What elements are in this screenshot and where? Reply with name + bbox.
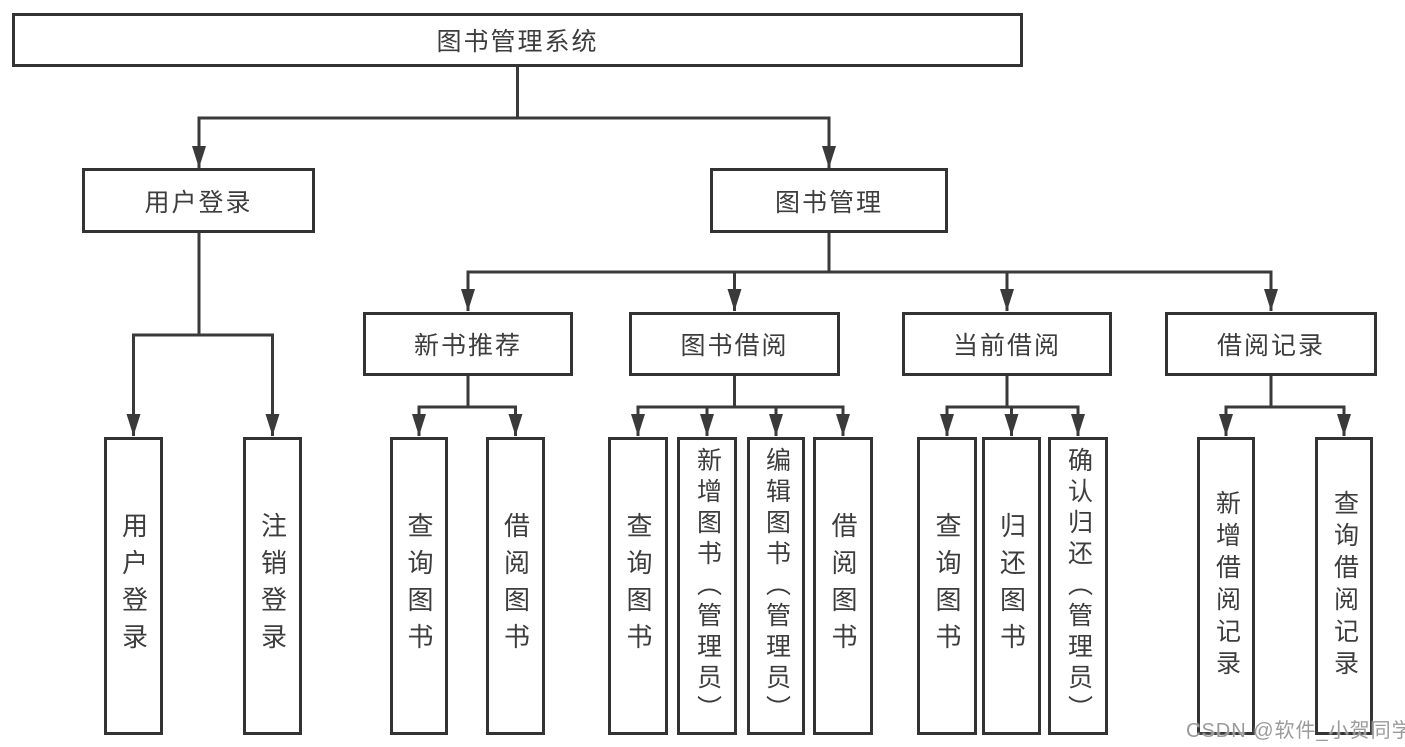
node-root-system: 图书管理系统 xyxy=(12,13,1023,67)
leaf-bb-borrow-books: 借阅图书 xyxy=(813,437,873,735)
leaf-bb-query-books: 查询图书 xyxy=(608,437,668,735)
node-user-login: 用户登录 xyxy=(82,168,315,233)
leaf-bb-edit-books-admin: 编辑图书（管理员） xyxy=(747,437,805,735)
node-new-book-recommend: 新书推荐 xyxy=(363,312,573,376)
node-borrow-records: 借阅记录 xyxy=(1165,312,1377,376)
leaf-logout: 注销登录 xyxy=(243,437,302,735)
leaf-br-query-record: 查询借阅记录 xyxy=(1315,437,1373,735)
node-book-borrow: 图书借阅 xyxy=(629,312,840,376)
leaf-rec-borrow-books: 借阅图书 xyxy=(486,437,545,735)
node-current-borrow: 当前借阅 xyxy=(902,312,1112,376)
leaf-cb-return-books: 归还图书 xyxy=(982,437,1041,735)
leaf-user-login: 用户登录 xyxy=(104,437,163,735)
node-book-management: 图书管理 xyxy=(710,168,948,233)
leaf-cb-confirm-return-admin: 确认归还（管理员） xyxy=(1048,437,1108,735)
csdn-watermark: CSDN @软件_小贺同学 xyxy=(1186,720,1405,742)
leaf-cb-query-books: 查询图书 xyxy=(917,437,977,735)
leaf-rec-query-books: 查询图书 xyxy=(390,437,448,735)
leaf-br-add-record: 新增借阅记录 xyxy=(1197,437,1255,735)
leaf-bb-add-books-admin: 新增图书（管理员） xyxy=(677,437,737,735)
